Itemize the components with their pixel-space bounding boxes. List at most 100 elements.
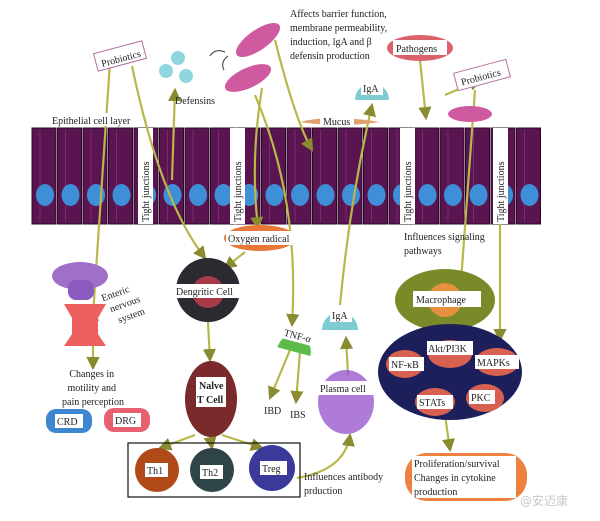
signaling-note: Influences signaling pathways [404,232,487,257]
oxygen-radical: Oxygen radical [224,225,296,251]
nucleus-icon [367,184,386,206]
epithelial-cell [184,127,210,225]
svg-text:Th2: Th2 [202,468,218,479]
svg-text:DRG: DRG [115,416,136,427]
pkc-node: PKC [466,384,504,412]
arrow-connector [441,414,455,453]
iga-mid: IgA [322,307,358,330]
arrow-connector [418,59,432,121]
mapks-node: MAPKs [475,348,519,376]
enteric-label: Enteric nervous system [100,281,149,329]
svg-text:Pathogens: Pathogens [396,44,437,55]
epithelial-cell-layer [31,127,541,225]
nucleus-icon [520,184,539,206]
tight-junction-labels: Tight junctions Tight junctions Tight ju… [138,128,508,224]
arrow-connector [202,321,217,363]
probiotics-left: Probiotics [92,40,148,72]
akt-pi3k-node: Akt/PI3K [427,340,473,368]
epithelial-cell [57,127,82,225]
svg-text:CRD: CRD [57,417,78,428]
tight-junction-label: Tight junctions [230,128,245,224]
nucleus-icon [291,184,309,206]
svg-text:Nalve: Nalve [199,381,224,392]
svg-text:IgA: IgA [363,84,379,95]
outcome-box: Proliferation/survival Changes in cytoki… [405,453,527,501]
treg-cell: Treg [249,445,295,491]
mucus-label: Mucus [323,117,350,128]
enteric-nervous-system-icon [52,262,108,346]
arrow-connector [290,351,304,405]
nucleus-icon [469,184,488,206]
iga-top: IgA [355,80,389,100]
motility-note: Changes in motility and pain perception [62,369,124,408]
probiotics-right: Probiotics [452,58,512,92]
arrow-connector [168,87,182,181]
arrow-connector [157,433,196,451]
epithelial-cell [516,127,541,225]
epithelial-cell [363,127,388,225]
epithelial-cell [108,127,133,225]
svg-text:Treg: Treg [262,464,281,475]
arrow-connector [130,65,207,260]
defensins-label: Defensins [175,96,215,107]
svg-text:STATs: STATs [419,398,445,409]
macrophage: Macrophage [395,269,495,331]
th2-cell: Th2 [190,448,234,492]
svg-text:Oxygen radical: Oxygen radical [228,234,290,245]
nucleus-icon [112,184,131,206]
arrow-connector [268,349,292,401]
nucleus-icon [418,184,437,206]
outcome-text: Proliferation/survival Changes in cytoki… [414,459,502,498]
antibody-note: Influences antibody prduction [304,472,386,497]
ibs-label: IBS [290,410,306,421]
ibd-label: IBD [264,406,281,417]
svg-text:PKC: PKC [471,393,491,404]
nucleus-icon [214,184,233,206]
pathogens: Pathogens [387,35,453,61]
epithelial-cell-layer-label: Epithelial cell layer [52,116,131,127]
arrow-connector [273,39,314,152]
nucleus-icon [444,184,462,206]
arrow-connector [338,102,376,306]
svg-text:Akt/PI3K: Akt/PI3K [428,344,468,355]
naive-t-cell: Nalve T Cell [185,361,237,437]
epithelial-cell [439,127,465,225]
dendritic-cell: Dengritic Cell [174,258,242,322]
nucleus-icon [342,184,360,206]
tight-junctions-text: Tight junctions [403,161,414,222]
barrier-function-note: Affects barrier function, membrane perme… [290,9,390,62]
tnf-alpha: TNF-α [277,324,316,356]
arrow-connector [221,433,265,451]
nfkb-node: NF-κB [386,350,424,378]
t-helper-box [127,442,301,498]
tight-junction-label: Tight junctions [493,128,508,224]
nucleus-icon [36,184,54,206]
epithelial-cell [312,127,337,225]
bacteria-icon [209,22,492,122]
tight-junctions-text: Tight junctions [233,161,244,222]
tight-junction-label: Tight junctions [138,128,153,224]
svg-text:Th1: Th1 [147,466,163,477]
tight-junction-label: Tight junctions [400,128,415,224]
defensins-icon [159,51,193,83]
svg-text:Dengritic Cell: Dengritic Cell [176,287,233,298]
nucleus-icon [316,184,335,206]
svg-text:Macrophage: Macrophage [416,295,467,306]
nucleus-icon [189,184,207,206]
svg-text:T Cell: T Cell [197,395,223,406]
svg-text:NF-κB: NF-κB [391,360,419,371]
drg-badge: DRG [104,408,150,432]
nucleus-icon [61,184,80,206]
svg-text:Plasma cell: Plasma cell [320,384,366,395]
arrow-connector [340,335,354,376]
signaling-pathways-oval: NF-κB Akt/PI3K MAPKs STATs PKC [378,324,522,420]
epithelial-cell [414,127,439,225]
arrow-connector [454,89,477,298]
tight-junctions-text: Tight junctions [496,161,507,222]
tight-junctions-text: Tight junctions [141,161,152,222]
svg-text:IgA: IgA [332,311,348,322]
nucleus-icon [265,184,284,206]
watermark: @安迈康 [520,493,568,508]
crd-badge: CRD [46,409,92,433]
